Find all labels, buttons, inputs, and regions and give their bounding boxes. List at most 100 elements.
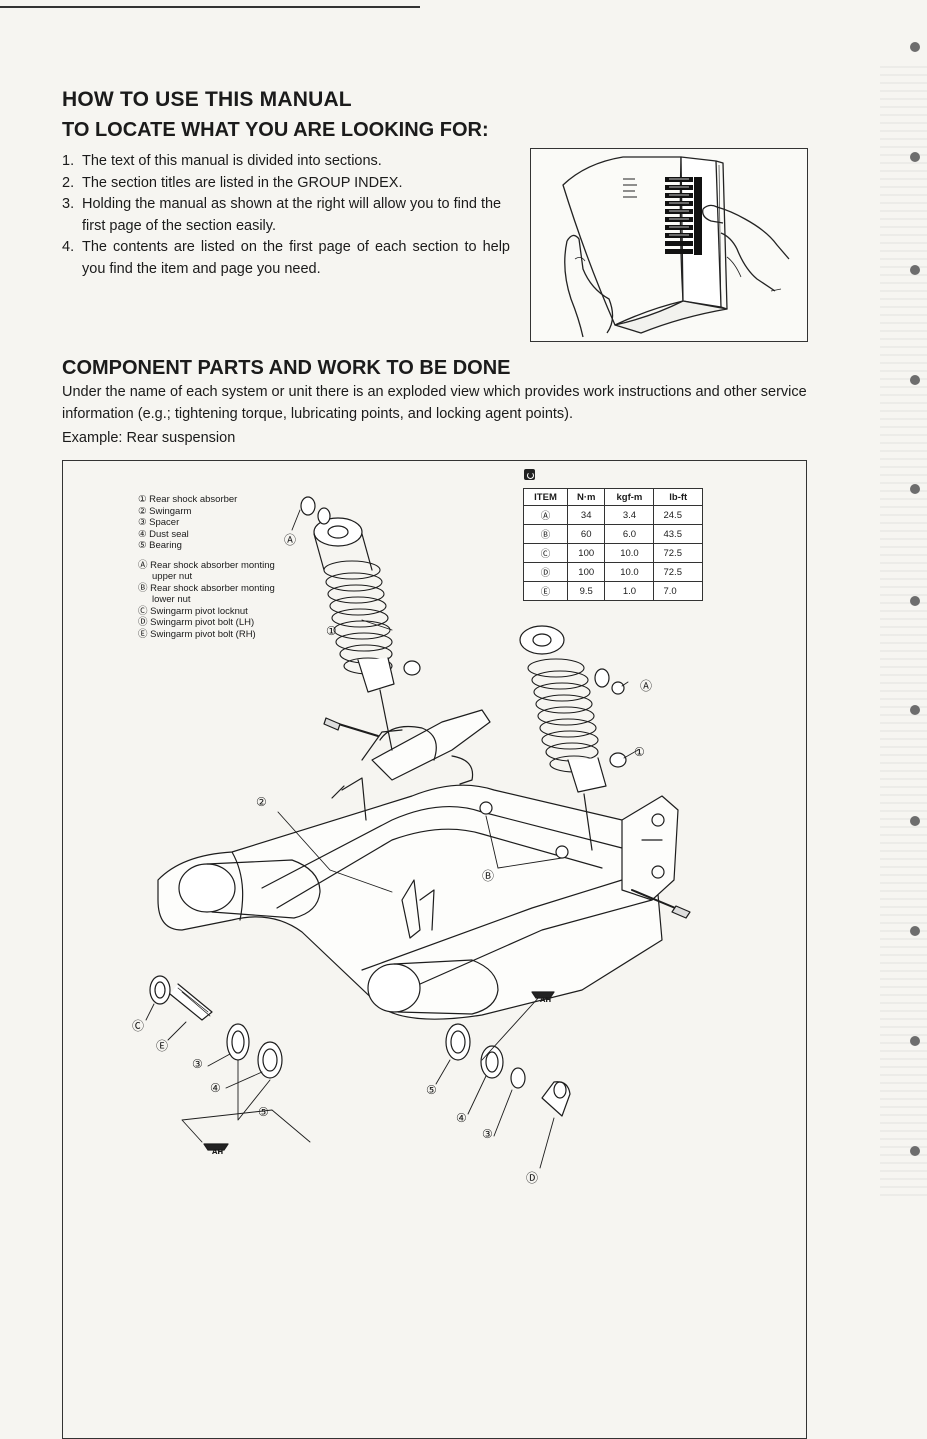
list-text: Holding the manual as shown at the right… — [82, 196, 502, 234]
table-cell: 9.5 — [567, 581, 606, 601]
table-cell: 10.0 — [604, 543, 655, 563]
callout-3-left: ③ — [192, 1057, 203, 1071]
legend-item-cont: lower nut — [152, 594, 191, 605]
table-header: ITEM — [522, 488, 569, 506]
list-item: 1. The text of this manual is divided int… — [62, 151, 510, 173]
binder-hole — [910, 42, 920, 52]
hands-holding-book-drawing — [562, 156, 790, 338]
legend-item: ④ Dust seal — [138, 528, 189, 540]
table-cell: 6.0 — [604, 524, 655, 544]
callout-D: Ⓓ — [526, 1171, 538, 1185]
table-cell: 100 — [567, 562, 606, 582]
callout-5-left: ⑤ — [258, 1105, 269, 1119]
right-pivot-parts — [445, 1023, 571, 1117]
torque-table: ITEM N·m kgf-m lb-ft Ⓐ 34 3.4 24.5 Ⓑ 60 … — [522, 488, 703, 601]
table-cell: Ⓑ — [522, 524, 569, 544]
table-cell: 34 — [567, 505, 606, 525]
legend-item: ① Rear shock absorber — [138, 494, 238, 505]
table-row: Ⓔ 9.5 1.0 7.0 — [522, 581, 703, 601]
example-caption: Example: Rear suspension — [62, 430, 236, 446]
binder-hole — [910, 1036, 920, 1046]
table-cell: 60 — [567, 524, 606, 544]
legend-item: Ⓐ Rear shock absorber monting — [138, 559, 275, 571]
table-cell: 72.5 — [653, 543, 703, 563]
list-item: 4. The contents are listed on the first p… — [62, 237, 510, 280]
torque-wrench-icon — [524, 469, 535, 480]
table-header: N·m — [567, 488, 606, 506]
list-item: 2. The section titles are listed in the G… — [62, 173, 510, 195]
binder-hole — [910, 816, 920, 826]
table-cell: 100 — [567, 543, 606, 563]
section-description: Under the name of each system or unit th… — [62, 384, 807, 422]
callout-A-upper: Ⓐ — [284, 533, 296, 547]
callout-B: Ⓑ — [482, 869, 494, 883]
list-number: 2. — [62, 174, 75, 191]
list-text: The section titles are listed in the GRO… — [82, 174, 403, 191]
table-cell: Ⓔ — [522, 581, 569, 601]
table-cell: 1.0 — [604, 581, 655, 601]
legend-item: Ⓔ Swingarm pivot bolt (RH) — [138, 628, 256, 640]
table-header-row: ITEM N·m kgf-m lb-ft — [522, 488, 703, 506]
instruction-list: 1. The text of this manual is divided int… — [62, 151, 510, 280]
table-cell: 24.5 — [653, 505, 703, 525]
legend-item: ⑤ Bearing — [138, 540, 182, 551]
callout-4-left: ④ — [210, 1081, 221, 1095]
table-cell: 72.5 — [653, 562, 703, 582]
list-item: 3. Holding the manual as shown at the rig… — [62, 194, 510, 237]
binder-hole — [910, 596, 920, 606]
legend-item: ③ Spacer — [138, 517, 180, 528]
list-number: 3. — [62, 196, 75, 212]
table-cell: 43.5 — [653, 524, 703, 544]
table-row: Ⓓ 100 10.0 72.5 — [522, 562, 703, 582]
legend-item: ② Swingarm — [138, 505, 192, 517]
section-heading: COMPONENT PARTS AND WORK TO BE DONE — [62, 357, 511, 379]
section-subtitle: TO LOCATE WHAT YOU ARE LOOKING FOR: — [62, 119, 489, 141]
legend-item: Ⓑ Rear shock absorber monting — [138, 582, 275, 594]
right-shock-absorber — [519, 625, 627, 851]
callout-5-right: ⑤ — [426, 1083, 437, 1097]
legend-item: Ⓒ Swingarm pivot locknut — [138, 605, 248, 617]
page-title: HOW TO USE THIS MANUAL — [62, 88, 352, 111]
table-row: Ⓒ 100 10.0 72.5 — [522, 543, 703, 563]
grease-label: AH — [540, 996, 551, 1004]
callout-E: Ⓔ — [156, 1039, 168, 1053]
legend-item-cont: upper nut — [152, 571, 193, 582]
table-cell: 10.0 — [604, 562, 655, 582]
parts-legend: ① Rear shock absorber ② Swingarm ③ Space… — [138, 494, 313, 640]
list-text: The contents are listed on the first pag… — [82, 239, 510, 277]
list-text: The text of this manual is divided into … — [82, 153, 382, 169]
table-cell: Ⓓ — [522, 562, 569, 582]
page-top-rule — [0, 6, 420, 8]
binder-hole — [910, 375, 920, 385]
manual-holding-illustration — [530, 148, 808, 342]
table-header: lb-ft — [653, 488, 703, 506]
callout-2-swingarm: ② — [256, 795, 267, 809]
callout-1-left: ① — [326, 624, 337, 638]
callout-1-right: ① — [634, 745, 645, 759]
table-cell: Ⓐ — [522, 505, 569, 525]
left-pivot-parts — [149, 975, 283, 1079]
binder-hole — [910, 926, 920, 936]
table-header: kgf-m — [604, 488, 655, 506]
table-cell: Ⓒ — [522, 543, 569, 563]
table-cell: 7.0 — [653, 581, 703, 601]
callout-4-right: ④ — [456, 1111, 467, 1125]
binder-hole — [910, 152, 920, 162]
callout-3-right: ③ — [482, 1127, 493, 1141]
table-row: Ⓑ 60 6.0 43.5 — [522, 524, 703, 544]
grease-symbol — [203, 991, 555, 1151]
table-cell: 3.4 — [604, 505, 655, 525]
binder-hole — [910, 484, 920, 494]
left-shock-absorber — [313, 517, 421, 751]
table-row: Ⓐ 34 3.4 24.5 — [522, 505, 703, 525]
binder-hole — [910, 265, 920, 275]
binder-hole — [910, 705, 920, 715]
callout-A-right: Ⓐ — [640, 679, 652, 693]
grease-label: AH — [212, 1148, 223, 1156]
list-number: 1. — [62, 153, 75, 169]
list-number: 4. — [62, 239, 75, 255]
rear-suspension-exploded-view: Ⓐ ① Ⓐ ① ② Ⓑ Ⓒ Ⓔ ③ ④ ⑤ ⑤ ④ ③ Ⓓ AH AH — [132, 496, 691, 1185]
scan-margin — [880, 60, 927, 1200]
binder-hole — [910, 1146, 920, 1156]
callout-C: Ⓒ — [132, 1019, 144, 1033]
